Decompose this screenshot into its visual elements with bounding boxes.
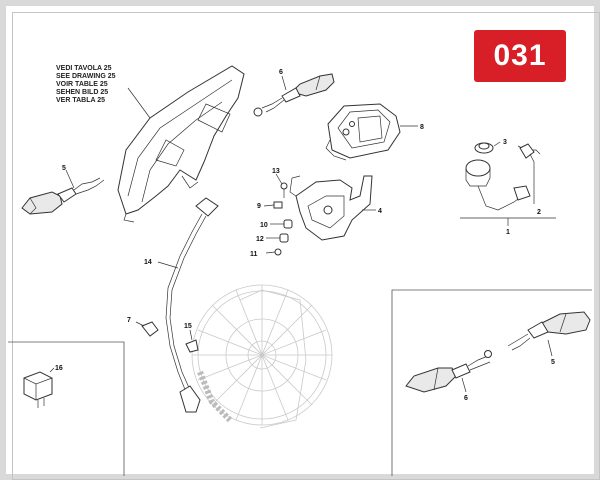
callout-12: 12 xyxy=(256,236,264,243)
callout-4: 4 xyxy=(378,208,382,215)
ref-note-line-1: VEDI TAVOLA 25 xyxy=(56,65,112,72)
cable-clips: 7 15 xyxy=(127,317,199,353)
callout-11: 11 xyxy=(250,251,258,258)
ghost-front-wheel xyxy=(191,284,333,429)
small-hardware: 13 9 10 12 11 xyxy=(250,168,293,258)
callout-5-inset: 5 xyxy=(551,359,555,366)
callout-5: 5 xyxy=(62,165,66,172)
callout-8: 8 xyxy=(420,124,424,131)
page-code-badge: 031 xyxy=(474,30,566,82)
callout-3: 3 xyxy=(503,139,507,146)
inset-relay-16: 16 xyxy=(8,341,125,476)
inset-turn-signals: 5 6 xyxy=(391,289,592,476)
callout-14: 14 xyxy=(144,259,152,266)
ref-note-line-3: VOIR TABLE 25 xyxy=(56,81,108,88)
callout-6-top: 6 xyxy=(279,69,283,76)
ignition-switch-assembly: 3 2 1 xyxy=(460,139,556,236)
ref-note-line-4: SEHEN BILD 25 xyxy=(56,89,108,96)
callout-1: 1 xyxy=(506,229,510,236)
headlight-fairing xyxy=(117,65,245,223)
ref-note-line-5: VER TABLA 25 xyxy=(56,97,105,104)
callout-9: 9 xyxy=(257,203,261,210)
headlight-bracket-4: 4 xyxy=(289,175,382,241)
callout-15: 15 xyxy=(184,323,192,330)
instrument-cluster-8: 8 xyxy=(325,103,424,161)
turn-signal-left-5: 5 xyxy=(21,165,105,215)
callout-16: 16 xyxy=(55,365,63,372)
ref-note-line-2: SEE DRAWING 25 xyxy=(56,73,116,80)
speed-sensor-cable-14: 14 xyxy=(144,197,219,413)
reference-note: VEDI TAVOLA 25 SEE DRAWING 25 VOIR TABLE… xyxy=(56,65,151,119)
callout-10: 10 xyxy=(260,222,268,229)
callout-7: 7 xyxy=(127,317,131,324)
turn-signal-top-6: 6 xyxy=(253,69,335,117)
callout-2: 2 xyxy=(537,209,541,216)
callout-13: 13 xyxy=(272,168,280,175)
callout-6-inset: 6 xyxy=(464,395,468,402)
